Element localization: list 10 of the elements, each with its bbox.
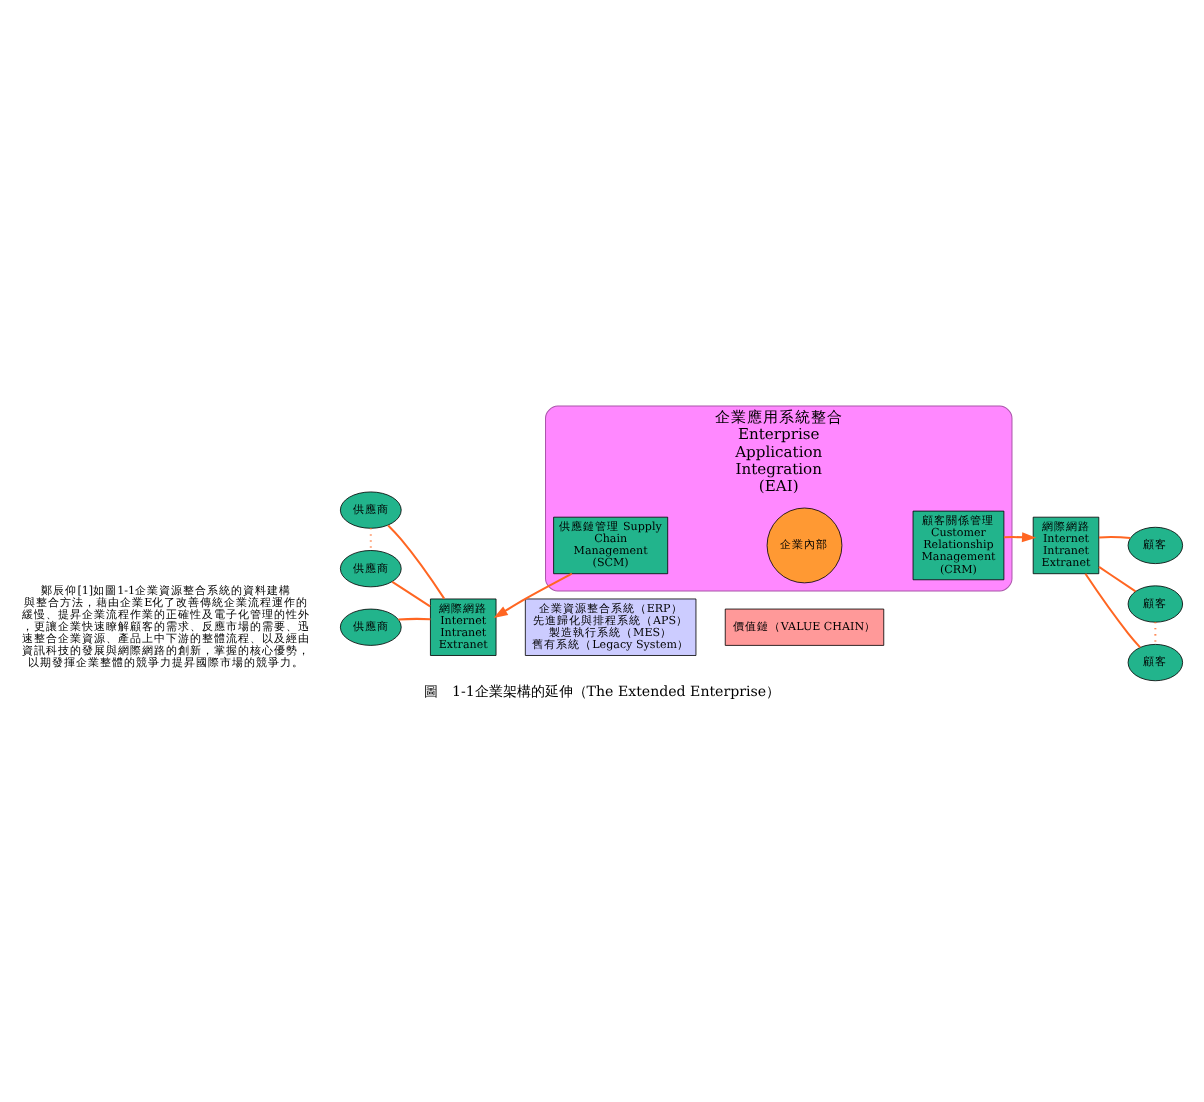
arrow [1003,532,1037,543]
connector [369,528,372,551]
connector [387,524,446,600]
connector [1099,536,1131,539]
connector [1154,622,1157,645]
connector [398,617,431,621]
connector [391,581,431,608]
connector [1084,573,1141,649]
arrow [493,572,573,618]
connector [1098,566,1137,593]
